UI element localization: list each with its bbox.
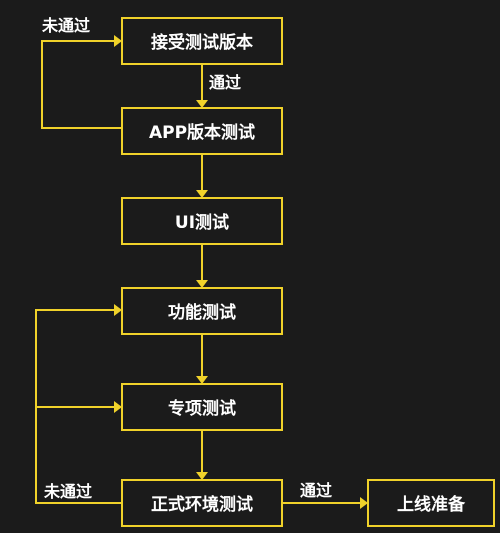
- node-function-test-label: 功能测试: [168, 302, 236, 323]
- arrow-head-func-to-special: [196, 376, 208, 384]
- arrow-head-formal-fail-to-special: [114, 401, 122, 413]
- node-receive-version: 接受测试版本: [121, 17, 283, 65]
- arrow-head-receive-to-app: [196, 100, 208, 108]
- arrow-head-app-to-ui: [196, 190, 208, 198]
- arrow-head-formal-fail-to-func: [114, 304, 122, 316]
- node-special-test: 专项测试: [121, 383, 283, 431]
- arrow-head-app-fail-loop: [114, 35, 122, 47]
- arrow-head-formal-to-release: [360, 497, 368, 509]
- arrow-head-ui-to-func: [196, 280, 208, 288]
- node-function-test: 功能测试: [121, 287, 283, 335]
- node-release-prep-label: 上线准备: [397, 494, 466, 515]
- node-app-version-test-label: APP版本测试: [149, 122, 255, 143]
- edge-label-formal-fail: 未通过: [43, 482, 92, 501]
- node-special-test-label: 专项测试: [168, 398, 236, 419]
- edge-app-fail-loop: [41, 40, 122, 129]
- node-formal-env-test: 正式环境测试: [121, 479, 283, 527]
- node-ui-test: UI测试: [121, 197, 283, 245]
- node-formal-env-test-label: 正式环境测试: [151, 494, 253, 515]
- node-receive-version-label: 接受测试版本: [151, 32, 253, 53]
- edge-label-app-fail: 未通过: [41, 16, 90, 35]
- arrow-head-special-to-formal: [196, 472, 208, 480]
- edge-label-receive-pass: 通过: [209, 73, 241, 92]
- edge-label-formal-pass: 通过: [300, 481, 332, 500]
- node-ui-test-label: UI测试: [175, 212, 229, 233]
- node-release-prep: 上线准备: [367, 479, 495, 527]
- node-app-version-test: APP版本测试: [121, 107, 283, 155]
